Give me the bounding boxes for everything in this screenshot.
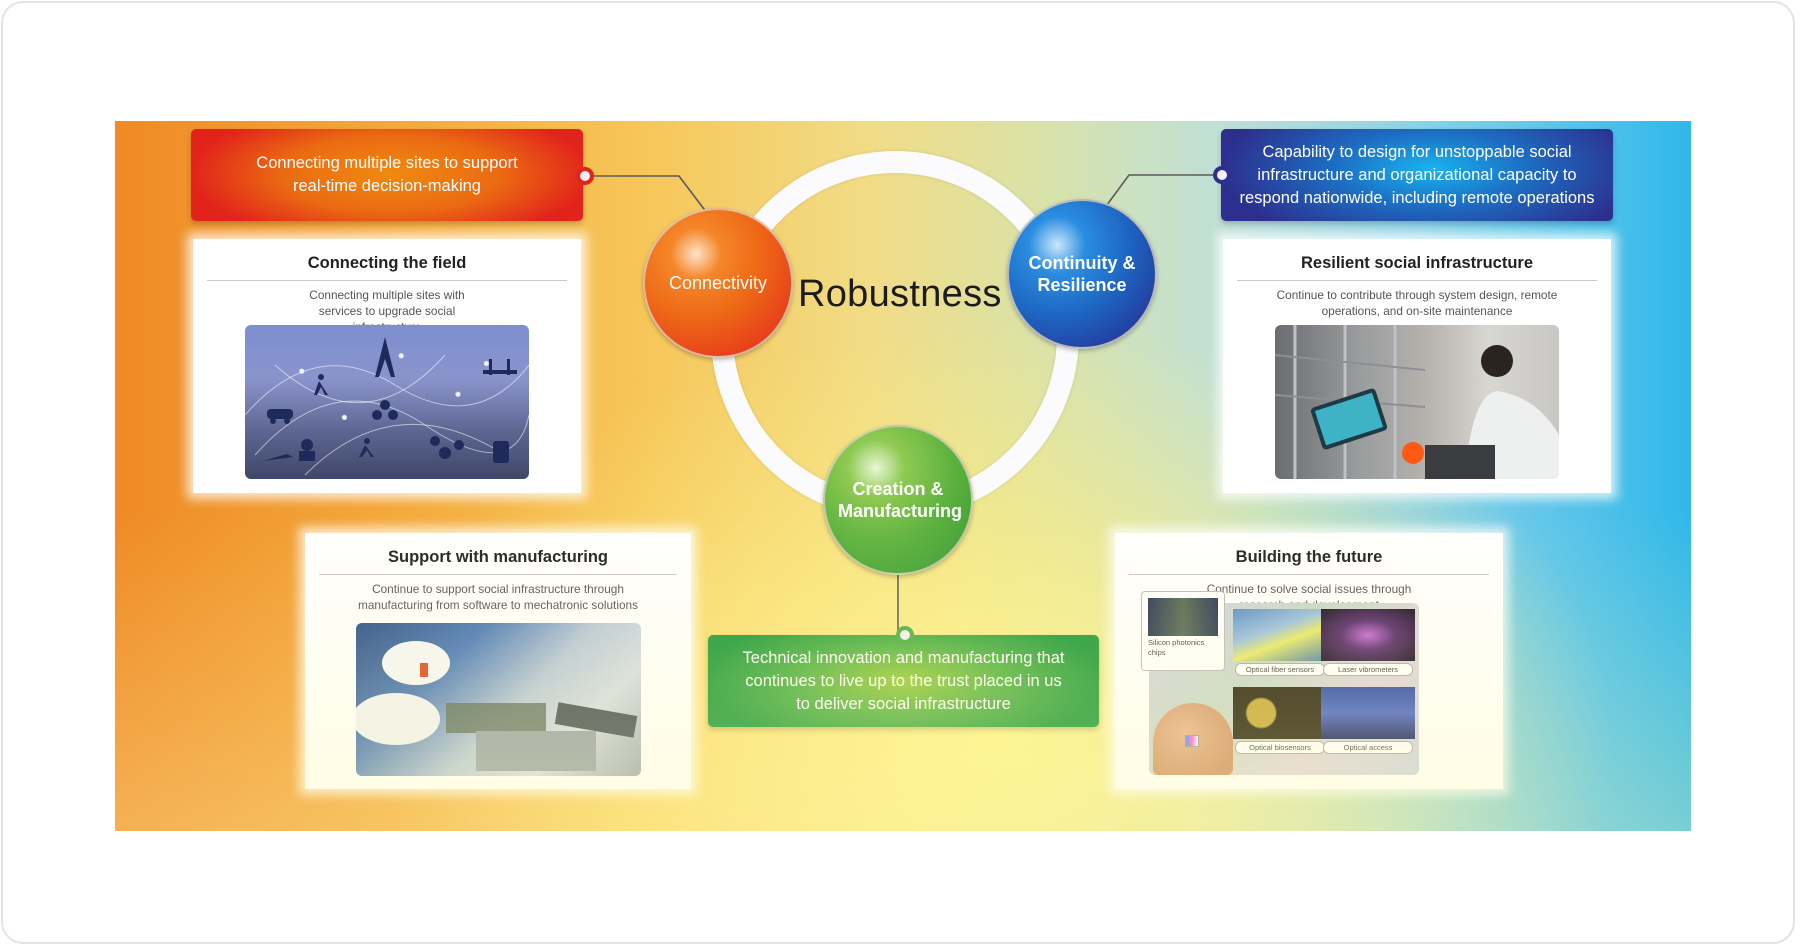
card-description: Continue to contribute through system de… [1276,288,1558,318]
optical-biosensors-image [1233,687,1327,739]
robustness-infographic: Connecting multiple sites to support rea… [115,121,1691,831]
network-hub-icon [439,447,451,459]
continuity-connector-dot [1213,166,1231,184]
robustness-label: Robustness [798,273,1002,315]
optical-fiber-sensors-image [1233,609,1327,661]
connector-continuity [1100,174,1221,214]
car-icon [267,409,293,419]
card-title: Building the future [1235,548,1383,566]
creation-callout: Technical innovation and manufacturing t… [708,635,1099,727]
continuity-callout-text: Capability to design for unstoppable soc… [1239,142,1595,207]
creation-manufacturing-label: Creation & Manufacturing [838,479,962,521]
tile-label: Optical biosensors [1235,741,1325,754]
laser-vibrometers-image [1321,609,1415,661]
walking-person-icon [318,374,324,380]
tile-label: Laser vibrometers [1323,663,1413,676]
continuity-resilience-label: Continuity & Resilience [1028,253,1136,295]
warning-light-icon [1402,442,1424,464]
continuity-callout: Capability to design for unstoppable soc… [1221,129,1613,221]
photonics-chip-image [1185,735,1199,747]
tile-optical-biosensors: Optical biosensors [1233,687,1327,754]
connectivity-callout: Connecting multiple sites to support rea… [191,129,583,221]
group-icon [380,400,390,410]
divider [1129,574,1489,575]
card-resilient-social-infrastructure: Resilient social infrastructure Continue… [1223,239,1611,493]
research-collage: Silicon photonics chips Optical fiber se… [1141,591,1419,775]
card-connecting-the-field: Connecting the field Connecting multiple… [193,239,581,493]
card-building-the-future: Building the future Continue to solve so… [1115,533,1503,789]
creation-callout-text: Technical innovation and manufacturing t… [742,648,1065,713]
gloved-hand-icon [382,641,450,685]
chip-closeup-image [1148,598,1218,636]
running-person-icon [364,438,370,444]
creation-connector-dot [896,626,914,644]
tile-label: Optical access [1323,741,1413,754]
bridge-icon [483,370,517,374]
card-title: Connecting the field [307,254,467,272]
silicon-photonics-label: Silicon photonics chips [1148,638,1205,657]
card-description: Continue to support social infrastructur… [358,582,638,612]
connector-connectivity [583,175,708,214]
card-title: Support with manufacturing [388,548,608,566]
electronics-assembly-image [356,623,641,776]
connectivity-label: Connectivity [668,273,768,293]
tile-label: Optical fiber sensors [1235,663,1325,676]
optical-access-image [1321,687,1415,739]
airplane-icon [263,454,293,461]
cell-tower-icon [375,337,395,377]
divider [1237,280,1597,281]
smart-city-network-image [245,325,529,479]
connectivity-sphere: Connectivity [643,208,793,358]
tile-optical-access: Optical access [1321,687,1415,754]
continuity-resilience-sphere: Continuity & Resilience [1007,199,1157,349]
connectivity-callout-text: Connecting multiple sites to support rea… [256,154,518,195]
officer-icon [301,439,313,451]
divider [207,280,567,281]
warehouse-remote-operations-image [1275,325,1559,479]
creation-manufacturing-sphere: Creation & Manufacturing [823,425,973,575]
train-icon [493,441,509,463]
silicon-photonics-callout: Silicon photonics chips [1141,591,1225,671]
divider [319,574,677,575]
card-title: Resilient social infrastructure [1301,254,1533,272]
tile-laser-vibrometers: Laser vibrometers [1321,609,1415,676]
tile-optical-fiber-sensors: Optical fiber sensors [1233,609,1327,676]
card-support-with-manufacturing: Support with manufacturing Continue to s… [305,533,691,789]
card-description: Connecting multiple sites with services … [309,288,465,334]
connectivity-connector-dot [576,167,594,185]
